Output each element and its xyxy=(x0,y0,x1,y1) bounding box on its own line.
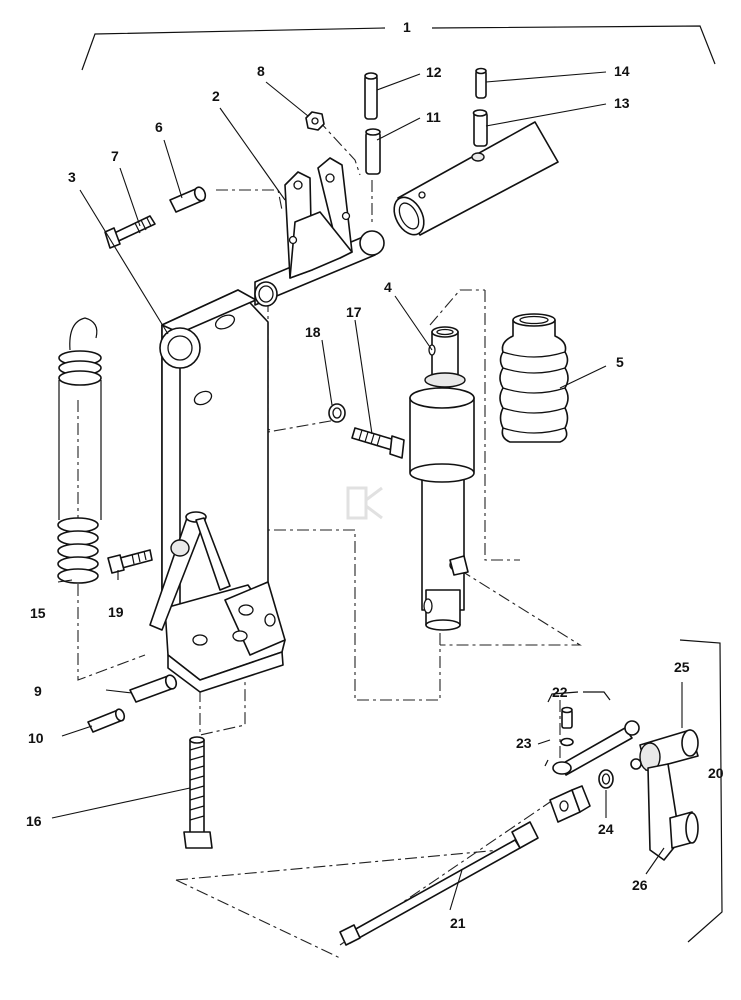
callout-21: 21 xyxy=(450,915,466,931)
clamp-bracket-part xyxy=(254,157,385,307)
arm-bracket-part xyxy=(149,289,286,693)
tube-part xyxy=(393,121,559,236)
bolt-7-part xyxy=(104,215,156,249)
sleeve-9-part xyxy=(129,674,178,703)
callout-14: 14 xyxy=(614,63,630,79)
washer-23-part xyxy=(560,737,574,747)
callout-24: 24 xyxy=(598,821,614,837)
callout-12: 12 xyxy=(426,64,442,80)
callout-11: 11 xyxy=(426,109,441,125)
sleeve-6-part xyxy=(169,186,207,213)
o-ring-part xyxy=(598,769,614,789)
callout-17: 17 xyxy=(346,304,362,320)
callout-9: 9 xyxy=(34,683,42,699)
callout-22: 22 xyxy=(552,684,568,700)
long-bolt-part xyxy=(183,736,213,849)
callout-16: 16 xyxy=(26,813,42,829)
assembly-bracket-1 xyxy=(81,25,716,71)
leader-lines xyxy=(51,71,683,911)
callout-3: 3 xyxy=(68,169,76,185)
callout-18: 18 xyxy=(305,324,321,340)
lever-part xyxy=(552,720,640,776)
callout-5: 5 xyxy=(616,354,624,370)
shaft-25-part xyxy=(630,729,699,772)
callout-labels: 1 2 3 4 5 6 7 8 9 10 11 12 13 14 15 16 1… xyxy=(26,19,724,931)
callout-23: 23 xyxy=(516,735,532,751)
callout-2: 2 xyxy=(212,88,220,104)
sleeve-10-part xyxy=(87,708,126,733)
spring-part xyxy=(57,317,102,584)
callout-7: 7 xyxy=(111,148,119,164)
bolt-19-part xyxy=(107,549,153,574)
watermark-logo xyxy=(346,486,383,520)
nut-part xyxy=(305,111,325,131)
arm-26-part xyxy=(647,763,699,861)
callout-6: 6 xyxy=(155,119,163,135)
assembly-bracket-20 xyxy=(679,639,723,943)
callout-1: 1 xyxy=(403,19,411,35)
callout-15: 15 xyxy=(30,605,46,621)
pins-parts xyxy=(364,67,488,175)
callout-4: 4 xyxy=(384,279,392,295)
callout-26: 26 xyxy=(632,877,648,893)
callout-13: 13 xyxy=(614,95,630,111)
strut-part xyxy=(409,326,475,631)
screw-22-part xyxy=(561,706,573,729)
callout-19: 19 xyxy=(108,604,124,620)
fitting-part xyxy=(549,785,591,823)
callout-8: 8 xyxy=(257,63,265,79)
callout-10: 10 xyxy=(28,730,44,746)
callout-20: 20 xyxy=(708,765,724,781)
callout-25: 25 xyxy=(674,659,690,675)
bolt-17-part xyxy=(351,427,405,459)
washer-18-part xyxy=(328,403,346,423)
rod-part xyxy=(339,821,539,946)
assembly-bracket-23 xyxy=(544,691,611,767)
bellows-boot-part xyxy=(499,313,569,443)
